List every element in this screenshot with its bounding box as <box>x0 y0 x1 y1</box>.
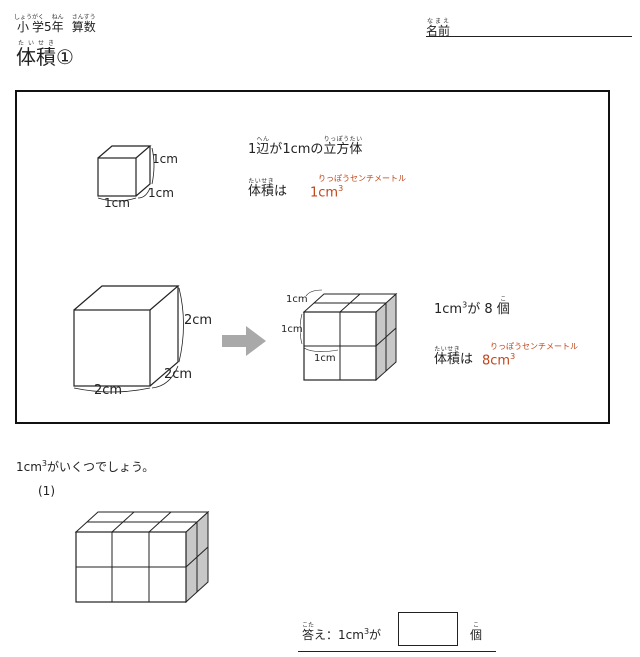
page-title: 体積たいせき① <box>16 40 74 69</box>
stack-label-depth: 1cm <box>286 294 308 305</box>
grade-char-1: 小しょう <box>14 14 33 34</box>
subject-label: 算数さんすう <box>71 14 96 34</box>
answer-label: 答こたえ：1cm3が <box>302 622 382 642</box>
unit-reading-1: りっぽうセンチメートル <box>318 174 406 183</box>
cube2-label-depth: 2cm <box>164 367 193 382</box>
problem-cubes-figure <box>74 510 210 604</box>
cube1-label-width: 1cm <box>104 196 130 210</box>
question-item-label: (1) <box>38 484 55 498</box>
unit-reading-2: りっぽうセンチメートル <box>490 342 578 351</box>
grade-number: 5 <box>44 20 52 34</box>
volume-value-2: 8cm3 <box>482 352 516 369</box>
grade-char-2: 学がく <box>32 14 45 34</box>
unit-cube-definition: 1辺へんが1cmの立方体りっぽうたい <box>248 136 363 157</box>
name-field-label: 名前なまえ <box>426 18 451 38</box>
stack-label-width: 1cm <box>314 353 336 364</box>
cube2-label-height: 2cm <box>184 313 213 328</box>
unit-cube-figure <box>97 145 155 202</box>
stacked-cubes-figure <box>300 289 398 382</box>
answer-unit: 個こ <box>470 622 483 642</box>
cube-count-statement: 1cm3が 8 個こ <box>434 296 510 317</box>
cube1-label-depth: 1cm <box>148 186 174 200</box>
answer-underline <box>298 651 496 652</box>
cube2-label-width: 2cm <box>94 383 123 398</box>
question-prompt: 1cm3がいくつでしょう。 <box>16 459 155 474</box>
name-field-line[interactable] <box>426 36 632 37</box>
answer-input-box[interactable] <box>398 612 458 646</box>
large-cube-figure <box>73 285 184 393</box>
stack-label-height: 1cm <box>281 324 303 335</box>
grade-subject-header: 小しょう学がく5年ねん算数さんすう <box>14 14 96 35</box>
explanation-box <box>15 90 610 424</box>
cube1-label-height: 1cm <box>152 152 178 166</box>
right-arrow-icon <box>222 326 266 356</box>
volume-statement-2: 体積たいせきは <box>434 346 474 367</box>
volume-statement-1: 体積たいせきは <box>248 178 288 199</box>
grade-char-4: 年ねん <box>51 14 64 34</box>
volume-value-1: 1cm3 <box>310 184 344 201</box>
